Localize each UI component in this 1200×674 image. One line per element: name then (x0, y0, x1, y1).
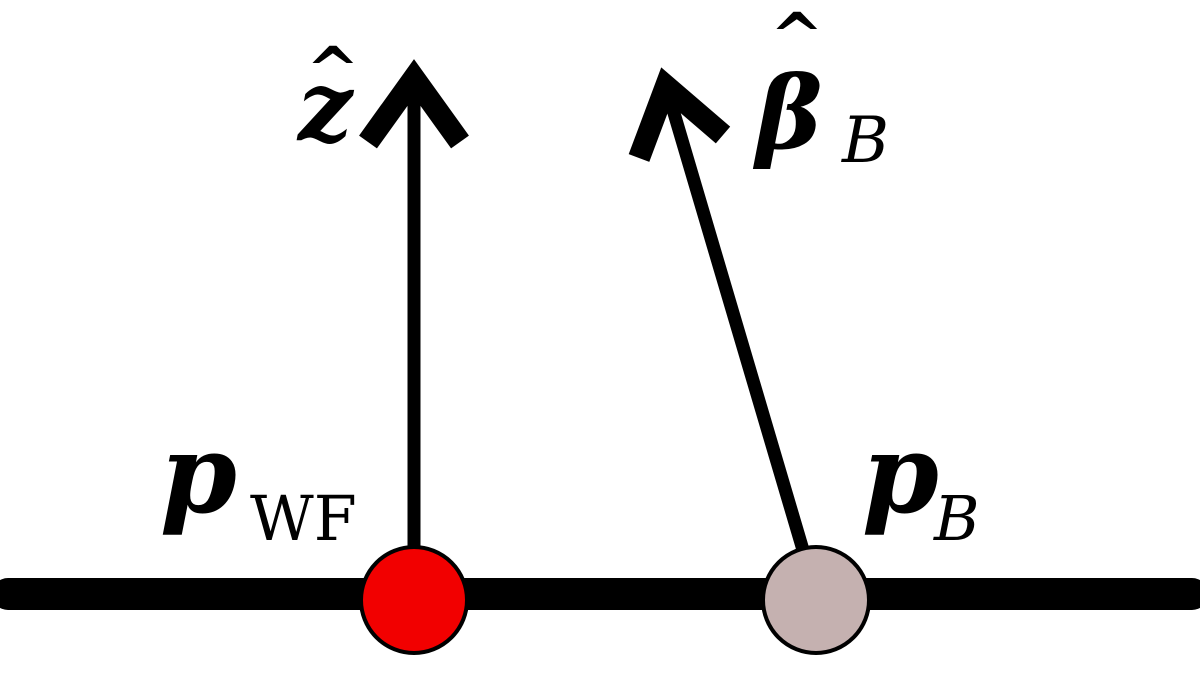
z-hat-hat: ^ (306, 33, 360, 108)
point-b (761, 545, 871, 655)
point-wf (359, 545, 469, 655)
point-wf-label: p (160, 409, 237, 538)
z-hat-label: z (296, 50, 355, 163)
beta-hat-vector-shaft (659, 84, 823, 596)
beta-hat-arrowhead (628, 67, 731, 162)
beta-hat-subscript: B (841, 104, 889, 178)
z-hat-arrowhead (359, 59, 469, 149)
point-wf-subscript: WF (250, 482, 357, 555)
point-b-subscript: B (933, 482, 980, 555)
beta-hat-label: β (752, 54, 822, 172)
point-b-label: p (862, 409, 939, 538)
beta-hat-hat: ^ (770, 0, 824, 74)
